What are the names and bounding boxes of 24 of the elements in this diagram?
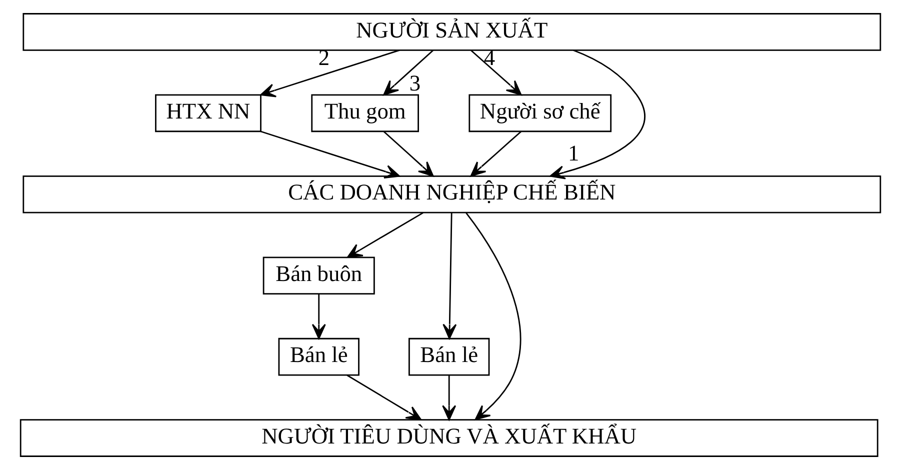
arrow: [260, 130, 400, 178]
arrow: [470, 50, 522, 96]
node-box: Bán lẻ: [278, 338, 359, 376]
node-box: Bán buôn: [262, 256, 374, 295]
arrow: [382, 131, 434, 177]
node-box: Bán lẻ: [408, 338, 490, 376]
edge-label: 3: [408, 70, 420, 96]
arrow: [470, 131, 521, 177]
node-box: Người sơ chế: [468, 94, 612, 132]
arrow: [382, 50, 434, 96]
arrow: [346, 212, 423, 258]
node-box: NGƯỜI SẢN XUẤT: [22, 13, 881, 51]
arrow: [549, 50, 645, 180]
arrow: [442, 212, 456, 340]
node-box: CÁC DOANH NGHIỆP CHẾ BIẾN: [22, 175, 881, 214]
arrow: [465, 212, 521, 420]
node-box: NGƯỜI TIÊU DÙNG VÀ XUẤT KHẨU: [19, 419, 878, 457]
arrow: [311, 294, 326, 340]
arrow: [260, 50, 400, 98]
arrow: [442, 375, 456, 420]
arrow: [346, 374, 422, 420]
node-box: Thu gom: [310, 94, 418, 132]
edge-label: 1: [568, 140, 579, 166]
node-box: HTX NN: [154, 94, 261, 132]
